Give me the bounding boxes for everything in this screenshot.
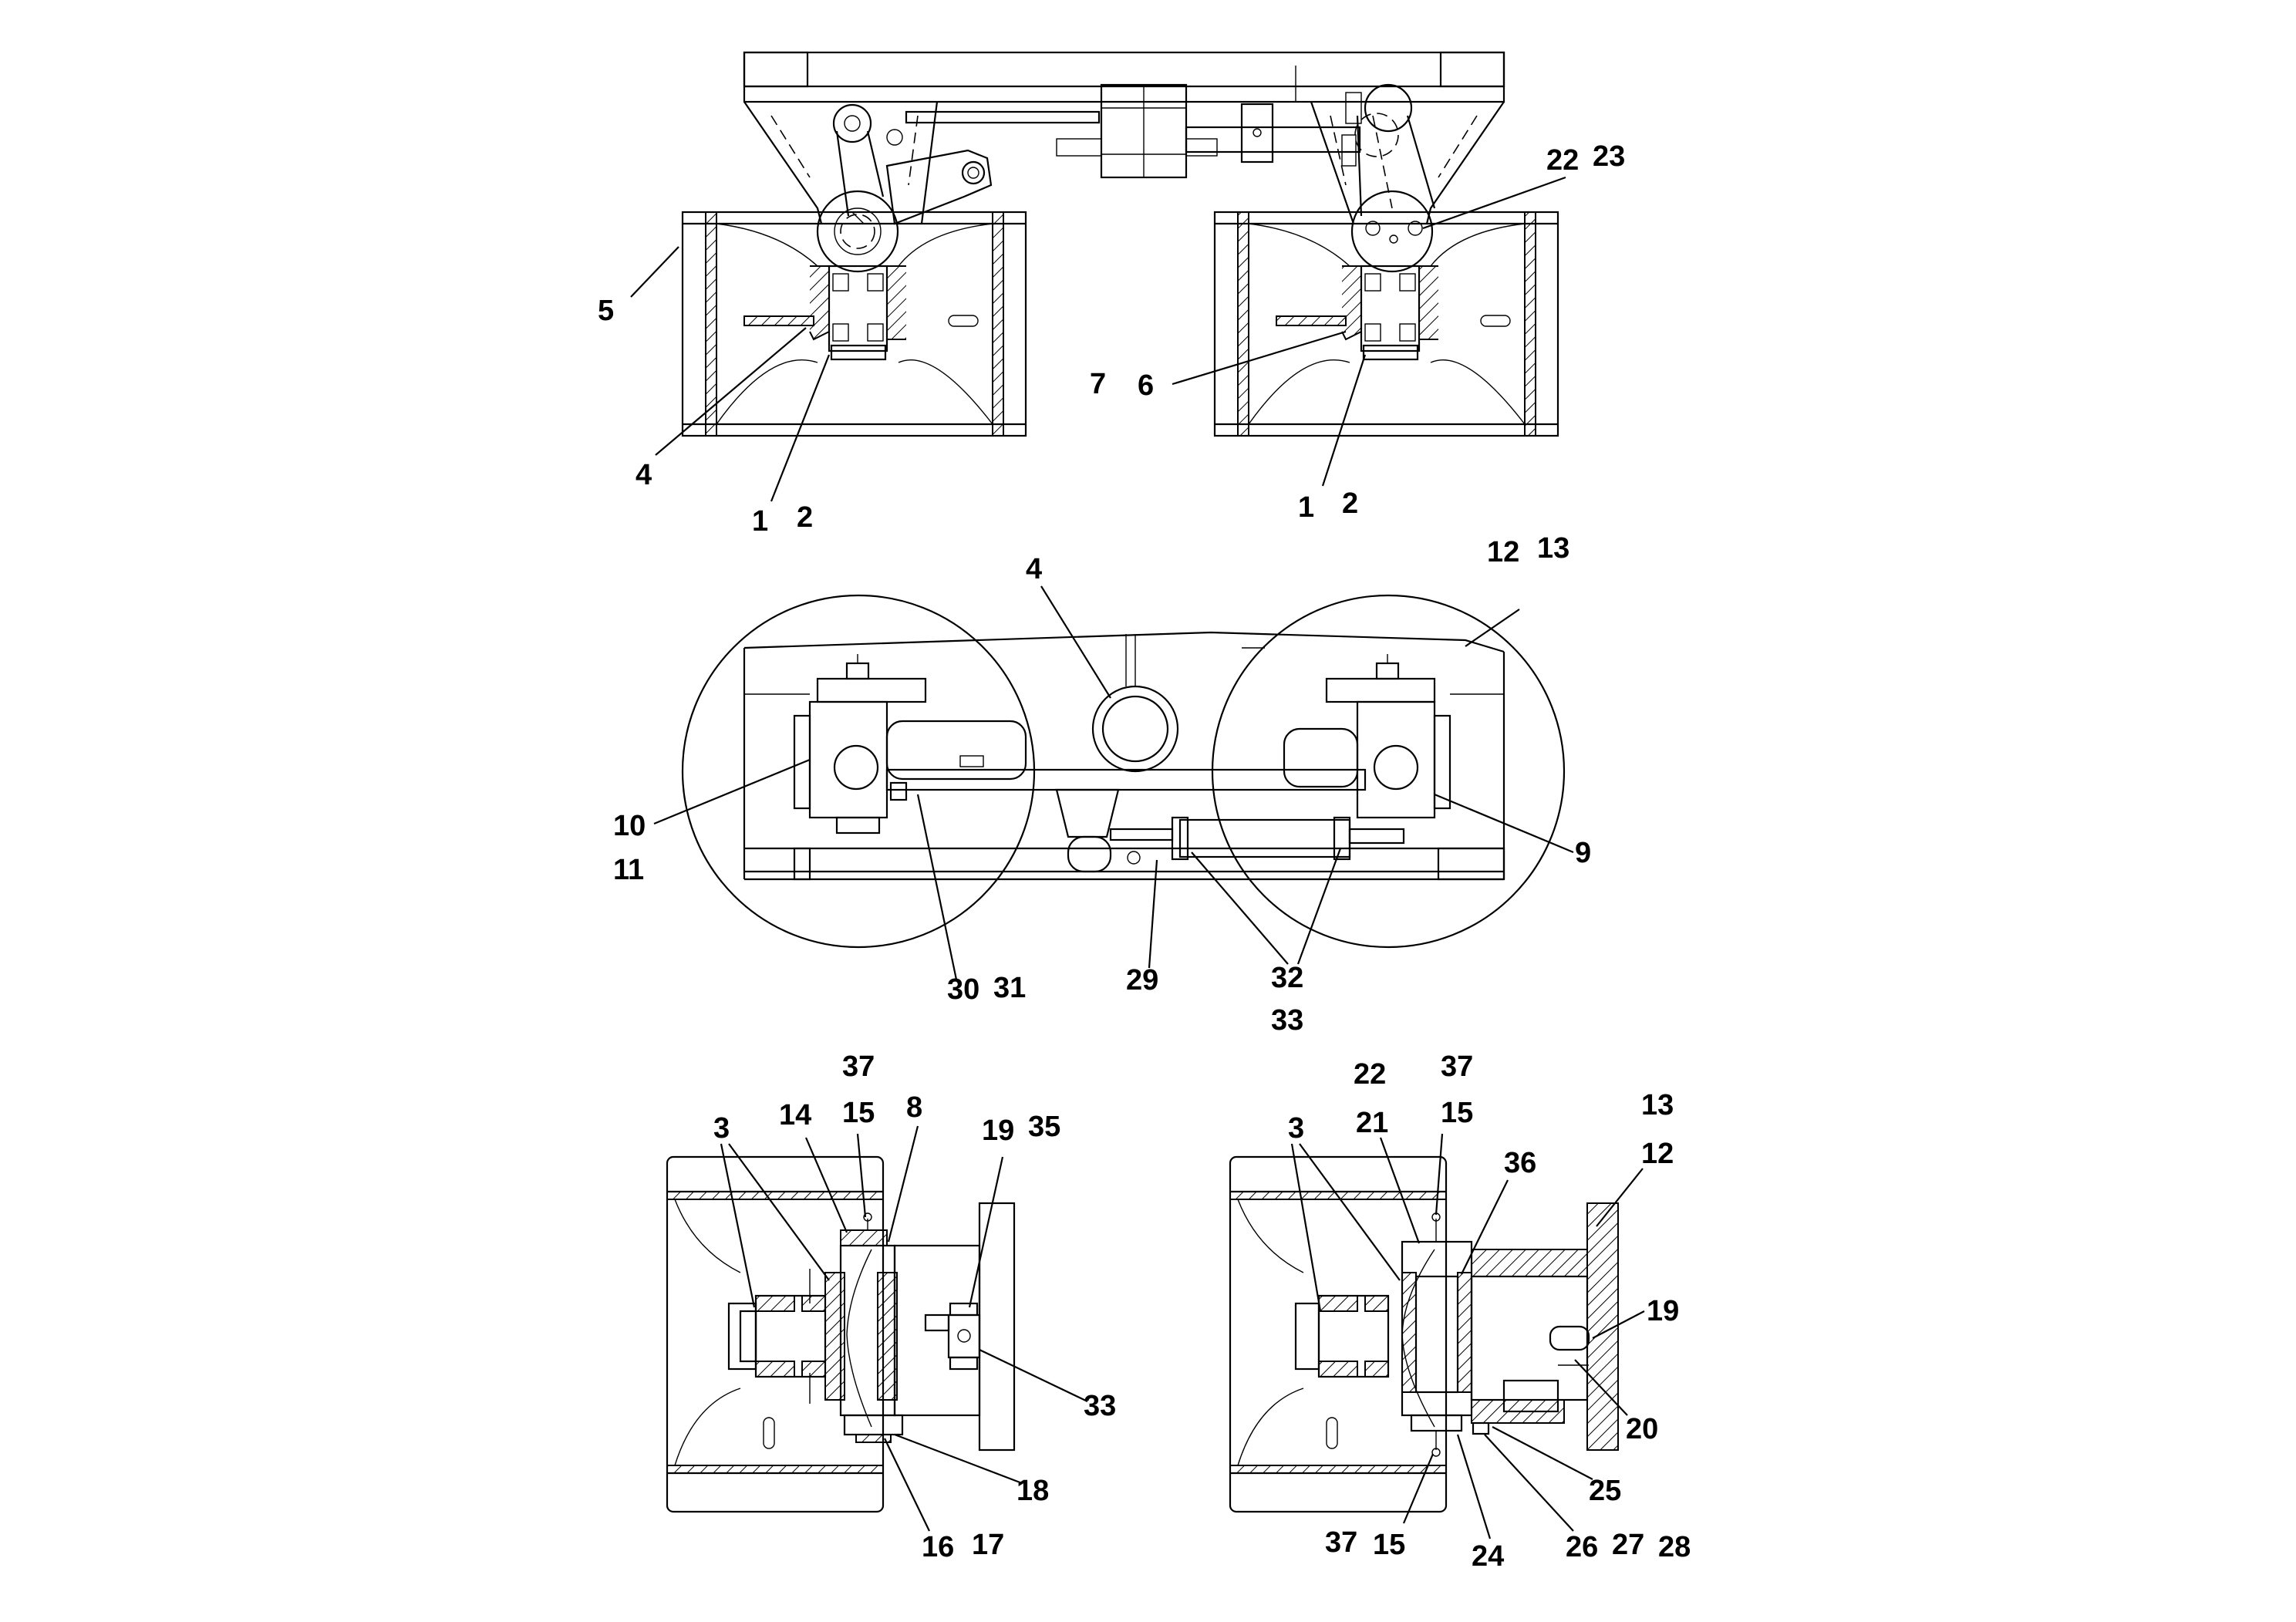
leader-19-br xyxy=(1592,1310,1645,1339)
leader-15 xyxy=(856,1133,867,1218)
leader-33-bl xyxy=(979,1349,1088,1402)
leader-30 xyxy=(916,794,958,980)
callout-13: 13 xyxy=(1537,532,1569,565)
callout-2: 2 xyxy=(797,501,813,534)
callout-14: 14 xyxy=(779,1099,811,1131)
callout-19: 19 xyxy=(982,1114,1014,1147)
callout-8: 8 xyxy=(906,1091,922,1124)
leader-1-left xyxy=(770,354,831,502)
callout-33: 33 xyxy=(1084,1390,1116,1422)
callout-21: 21 xyxy=(1356,1107,1388,1139)
callout-12: 12 xyxy=(1641,1138,1674,1170)
frame-beam xyxy=(743,51,1505,103)
leader-15b xyxy=(1402,1453,1435,1524)
right-roller xyxy=(1213,190,1559,437)
leader-4-top xyxy=(655,327,807,456)
left-roller xyxy=(681,190,1027,437)
callout-32: 32 xyxy=(1271,962,1303,994)
leader-21 xyxy=(1379,1137,1421,1244)
leader-3d xyxy=(1299,1143,1401,1281)
callout-30: 30 xyxy=(947,973,979,1006)
callout-3: 3 xyxy=(1288,1112,1304,1145)
leader-12-br xyxy=(1596,1168,1644,1227)
callout-29: 29 xyxy=(1126,964,1158,996)
callout-36: 36 xyxy=(1504,1147,1536,1179)
right-wheel-outline xyxy=(1211,594,1566,949)
callout-20: 20 xyxy=(1626,1413,1658,1445)
leader-3c xyxy=(1290,1143,1322,1312)
callout-37: 37 xyxy=(1325,1526,1357,1559)
callout-15: 15 xyxy=(1373,1529,1405,1561)
callout-4: 4 xyxy=(1026,553,1042,585)
callout-33: 33 xyxy=(1271,1004,1303,1037)
callout-16: 16 xyxy=(922,1531,954,1563)
callout-10: 10 xyxy=(613,810,646,842)
callout-2: 2 xyxy=(1342,487,1358,520)
callout-17: 17 xyxy=(972,1529,1004,1561)
leader-14 xyxy=(804,1137,848,1233)
callout-19: 19 xyxy=(1647,1295,1679,1327)
leader-4-mid xyxy=(1040,585,1111,699)
leader-8 xyxy=(887,1125,919,1243)
leader-15-br xyxy=(1435,1133,1444,1216)
callout-4: 4 xyxy=(636,459,652,491)
callout-5: 5 xyxy=(598,295,614,327)
callout-9: 9 xyxy=(1575,837,1591,869)
callout-24: 24 xyxy=(1472,1540,1504,1573)
callout-15: 15 xyxy=(1441,1097,1473,1129)
leader-1-right xyxy=(1321,354,1367,487)
callout-12: 12 xyxy=(1487,536,1519,568)
leader-12-mid xyxy=(1465,609,1520,647)
leader-32b xyxy=(1296,848,1342,965)
leader-29 xyxy=(1148,859,1158,969)
leader-25 xyxy=(1492,1426,1593,1480)
callout-35: 35 xyxy=(1028,1111,1060,1143)
bottom-left-view: 37 15 3 14 8 19 35 33 18 16 17 xyxy=(666,1050,1116,1563)
leader-5 xyxy=(630,246,679,298)
leader-22 xyxy=(1422,176,1566,230)
leader-26 xyxy=(1484,1434,1574,1532)
callout-18: 18 xyxy=(1017,1475,1049,1507)
top-linkage xyxy=(832,83,1436,225)
middle-view: 4 12 13 10 11 9 30 31 29 32 33 xyxy=(613,532,1591,1037)
callout-26: 26 xyxy=(1566,1531,1598,1563)
callout-25: 25 xyxy=(1589,1475,1621,1507)
leader-32a xyxy=(1191,851,1289,965)
callout-11: 11 xyxy=(613,854,644,886)
bottom-right-view: 22 37 13 3 21 15 36 12 19 20 25 37 15 24… xyxy=(1229,1050,1691,1573)
callout-1: 1 xyxy=(752,505,768,538)
leader-18 xyxy=(894,1433,1023,1485)
leader-20 xyxy=(1574,1359,1628,1416)
leader-24 xyxy=(1456,1434,1492,1539)
leader-10 xyxy=(653,758,811,825)
callout-27: 27 xyxy=(1612,1529,1644,1561)
callout-3: 3 xyxy=(713,1112,730,1145)
callout-37: 37 xyxy=(842,1050,875,1083)
callout-1: 1 xyxy=(1298,491,1314,524)
callout-37: 37 xyxy=(1441,1050,1473,1083)
callout-22: 22 xyxy=(1354,1058,1386,1091)
callout-13: 13 xyxy=(1641,1089,1674,1121)
leader-6 xyxy=(1172,330,1347,386)
leader-3a xyxy=(720,1143,756,1308)
leader-36 xyxy=(1461,1179,1509,1275)
callout-23: 23 xyxy=(1593,140,1625,173)
left-wheel-outline xyxy=(681,594,1036,949)
callout-31: 31 xyxy=(993,972,1026,1004)
callout-15: 15 xyxy=(842,1097,875,1129)
leader-19 xyxy=(968,1156,1004,1308)
callout-22: 22 xyxy=(1546,144,1579,177)
callout-6: 6 xyxy=(1138,369,1154,402)
callout-7: 7 xyxy=(1090,368,1106,400)
leader-9 xyxy=(1434,793,1574,854)
top-view: 5 4 1 2 7 6 1 2 22 23 xyxy=(598,51,1625,538)
right-support-bracket xyxy=(1310,101,1505,224)
leader-3b xyxy=(728,1143,830,1281)
leader-16 xyxy=(884,1438,930,1532)
callout-28: 28 xyxy=(1658,1531,1691,1563)
